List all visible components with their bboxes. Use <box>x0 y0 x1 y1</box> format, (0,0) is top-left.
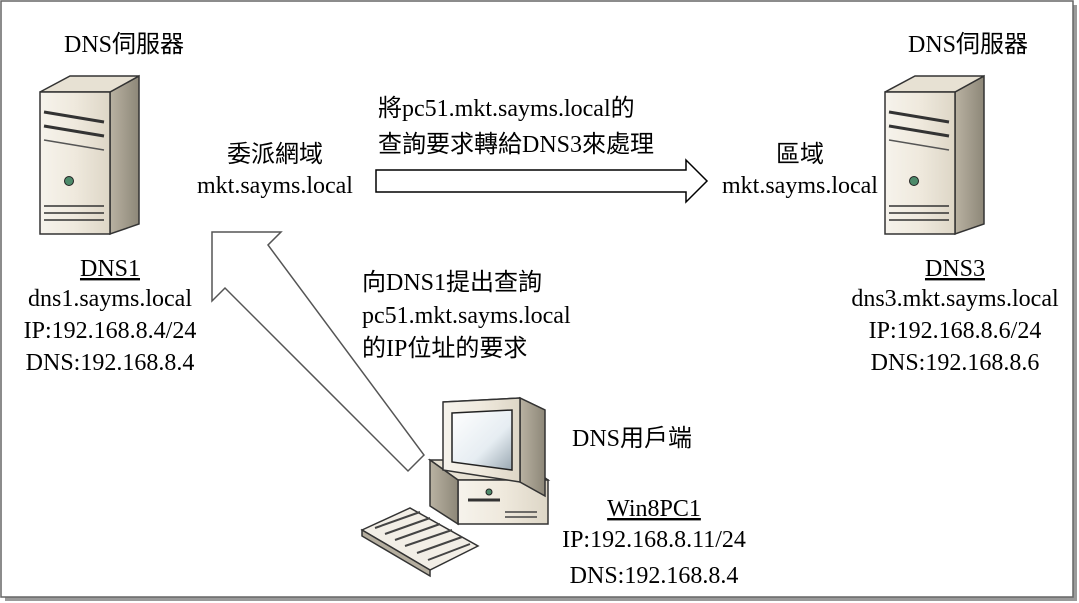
query-note-line3: 的IP位址的要求 <box>362 335 527 362</box>
query-note-line2: pc51.mkt.sayms.local <box>362 303 571 329</box>
dns1-role-label: DNS伺服器 <box>64 31 184 58</box>
dns1-dns: DNS:192.168.8.4 <box>26 350 195 376</box>
forward-note-line2: 查詢要求轉給DNS3來處理 <box>378 131 654 158</box>
dns3-dns: DNS:192.168.8.6 <box>871 350 1040 376</box>
query-note-line1: 向DNS1提出查詢 <box>362 269 542 296</box>
dns1-fqdn: dns1.sayms.local <box>28 286 192 312</box>
dns1-name: DNS1 <box>80 256 140 282</box>
forward-note-line1: 將pc51.mkt.sayms.local的 <box>378 95 635 122</box>
dns3-name: DNS3 <box>925 256 985 282</box>
dns3-ip: IP:192.168.8.6/24 <box>869 318 1042 344</box>
client-name: Win8PC1 <box>607 496 701 522</box>
delegation-label: 委派網域 <box>227 141 323 168</box>
client-dns: DNS:192.168.8.4 <box>570 563 739 589</box>
client-role-label: DNS用戶端 <box>572 425 692 452</box>
client-ip: IP:192.168.8.11/24 <box>562 527 746 553</box>
server-icon-dns1 <box>39 74 140 236</box>
delegation-domain: mkt.sayms.local <box>197 173 353 199</box>
client-pc-icon <box>360 396 551 578</box>
zone-domain: mkt.sayms.local <box>722 173 878 199</box>
dns3-fqdn: dns3.mkt.sayms.local <box>851 286 1059 312</box>
dns1-ip: IP:192.168.8.4/24 <box>24 318 197 344</box>
dns3-role-label: DNS伺服器 <box>908 31 1028 58</box>
server-icon-dns3 <box>884 74 985 236</box>
zone-label: 區域 <box>776 141 824 168</box>
query-arrow <box>211 231 425 473</box>
forward-arrow <box>375 158 709 204</box>
